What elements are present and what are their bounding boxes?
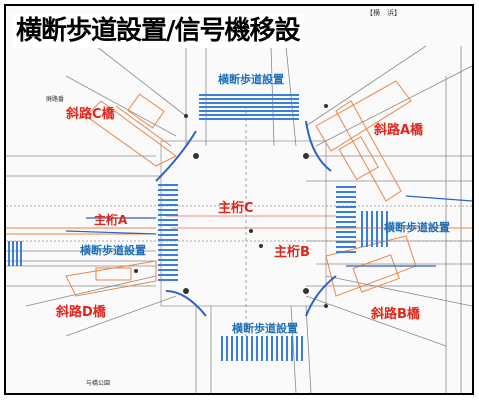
crosswalk-top — [199, 94, 299, 120]
small-left-note: 廃路番 — [46, 96, 65, 103]
crosswalk-bottom — [221, 336, 303, 361]
curb-arcs — [65, 120, 472, 317]
crosswalk-right — [336, 186, 388, 253]
girder-lines — [86, 217, 436, 267]
girder-c-label: 主桁C — [218, 201, 254, 216]
crosswalk-top-label: 横断歩道設置 — [218, 73, 284, 86]
bridge-d-label: 斜路D橋 — [56, 305, 106, 320]
crosswalk-left-label: 横断歩道設置 — [80, 244, 146, 257]
page-title: 横断歩道設置/信号機移設 — [12, 14, 304, 48]
plan-background — [6, 6, 472, 393]
intersection-area — [160, 140, 327, 307]
curb-arc-nw — [155, 130, 197, 182]
bridge-c-label: 斜路C橋 — [66, 107, 115, 122]
crosswalk-stripes — [8, 94, 388, 361]
curb-arc-sw — [165, 290, 207, 317]
crosswalk-right-label: 横断歩道設置 — [384, 221, 450, 234]
ramp-c-outline — [85, 100, 177, 167]
ramp-a-outline — [315, 80, 412, 152]
crosswalk-far-left — [8, 241, 22, 266]
top-right-tag: 【横 浜】 — [366, 9, 401, 17]
girder-a-label: 主桁A — [94, 213, 128, 227]
crosswalk-bottom-label: 横断歩道設置 — [232, 322, 298, 335]
crosswalk-left — [158, 184, 178, 281]
bridge-b-label: 斜路B橋 — [371, 307, 420, 322]
signal-equipment — [134, 104, 328, 308]
drawing-frame: 横断歩道設置/信号機移設 【横 浜】 廃路番 与橋公園 斜路C橋 斜路A橋 斜路… — [4, 4, 474, 395]
ramp-d-outline — [65, 260, 157, 297]
intersection-plan — [6, 6, 472, 393]
small-bottom-note: 与橋公園 — [86, 380, 111, 387]
girder-b-label: 主桁B — [274, 245, 310, 260]
curb-arc-ne — [305, 120, 332, 172]
bridge-a-label: 斜路A橋 — [374, 123, 424, 138]
curb-arc-se — [305, 275, 337, 317]
